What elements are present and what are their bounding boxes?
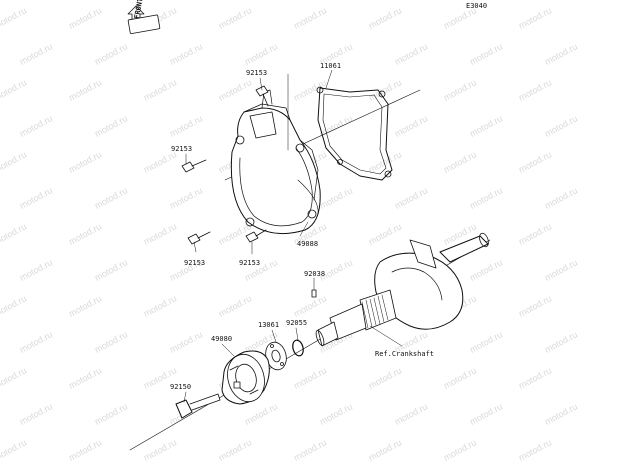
diagram-code-label: E3040: [466, 2, 488, 10]
part-label-49088: 49088: [297, 240, 319, 248]
plate-13061: [265, 341, 287, 371]
part-label-92153-bottom-mid: 92153: [239, 259, 261, 267]
bolt-92153-bottom-mid: [245, 229, 267, 243]
part-label-11061: 11061: [320, 62, 342, 70]
bolt-92150: [175, 393, 221, 419]
ref-crankshaft-label: Ref.Crankshaft: [375, 350, 435, 358]
part-label-92038: 92038: [304, 270, 326, 278]
o-ring-92055: [292, 339, 304, 357]
part-label-13061: 13061: [258, 321, 280, 329]
front-arrow-icon: [127, 5, 161, 35]
bolt-92153-left: [181, 159, 207, 173]
part-label-92150: 92150: [170, 383, 192, 391]
part-label-92153-top: 92153: [246, 69, 268, 77]
part-label-92153-bottom-left: 92153: [184, 259, 206, 267]
bolt-92153-bottom-left: [187, 231, 211, 245]
part-label-49080: 49080: [211, 335, 233, 343]
gasket-11061: [316, 86, 393, 181]
pin-92038: [311, 289, 317, 298]
starter-cover-49088: [230, 89, 321, 235]
pulley-49080: [221, 350, 270, 405]
crankshaft-ref: [315, 232, 489, 347]
part-label-92055: 92055: [286, 319, 308, 327]
part-label-92153-left: 92153: [171, 145, 193, 153]
